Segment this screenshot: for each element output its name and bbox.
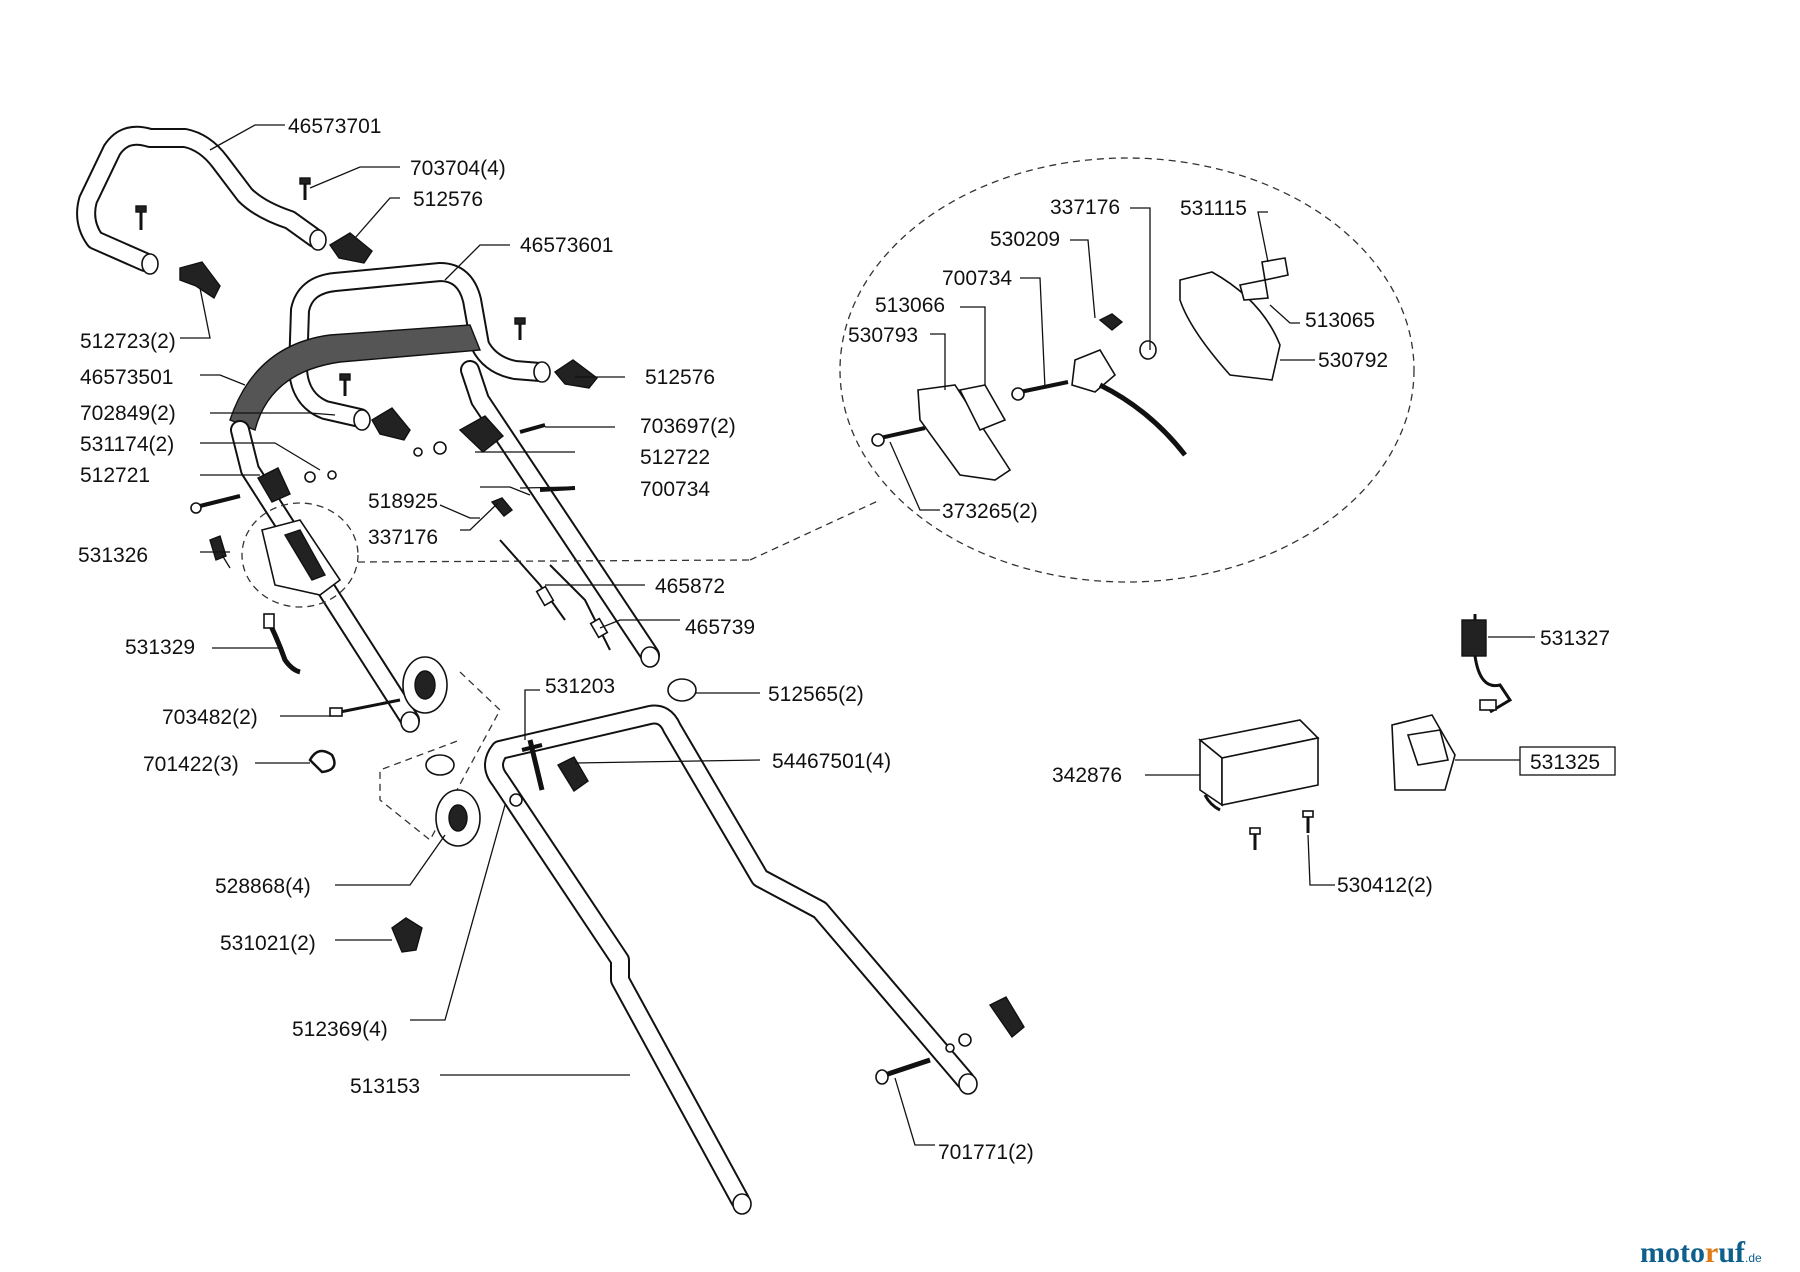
pin-531203-icon: [521, 739, 545, 791]
label-342876: 342876: [1052, 764, 1122, 787]
label-512576-top: 512576: [413, 188, 483, 211]
battery-342876-icon: [1198, 719, 1320, 850]
cable-531326-icon: [209, 535, 231, 569]
lever-assembly-icon: [241, 502, 359, 608]
label-700734-b: 700734: [942, 267, 1012, 290]
right-handle-bar: [460, 360, 660, 668]
clamp-54467501-icon: [509, 756, 589, 807]
wheel-528868-icon: [435, 789, 481, 847]
label-54467501: 54467501(4): [772, 750, 891, 773]
label-700734-a: 700734: [640, 478, 710, 501]
label-702849: 702849(2): [80, 402, 176, 425]
label-46573501: 46573501: [80, 366, 173, 389]
detail-ellipse: [839, 157, 1415, 583]
switch-512721-icon: [190, 467, 337, 514]
label-701422: 701422(3): [143, 753, 239, 776]
middle-handle-46573601: [288, 262, 551, 431]
label-512576-mid: 512576: [645, 366, 715, 389]
label-518925: 518925: [368, 490, 438, 513]
label-531325: 531325: [1530, 751, 1600, 774]
label-530412: 530412(2): [1337, 874, 1433, 897]
label-46573701: 46573701: [288, 115, 381, 138]
label-531325-box: [1519, 746, 1616, 776]
leader-lines: [180, 124, 1535, 1146]
battery-holder-531325-icon: [1391, 714, 1456, 791]
label-531174: 531174(2): [80, 433, 174, 456]
lower-handle-513153: [484, 704, 978, 1215]
label-531326: 531326: [78, 544, 148, 567]
dashed-group-box: [379, 671, 501, 841]
label-512369: 512369(4): [292, 1018, 388, 1041]
label-512565: 512565(2): [768, 683, 864, 706]
label-703704: 703704(4): [410, 157, 506, 180]
cables-icon: [413, 415, 611, 651]
label-530793: 530793: [848, 324, 918, 347]
label-513065: 513065: [1305, 309, 1375, 332]
screw-703704-icon: [135, 177, 311, 230]
knob-512565-icon: [425, 678, 697, 776]
label-337176-b: 337176: [1050, 196, 1120, 219]
label-512722: 512722: [640, 446, 710, 469]
label-513153: 513153: [350, 1075, 420, 1098]
clamp-512576-mid-icon: [371, 359, 598, 441]
clamp-512576-top-icon: [179, 232, 373, 300]
label-512723: 512723(2): [80, 330, 176, 353]
label-337176-a: 337176: [368, 526, 438, 549]
clip-701422-icon: [308, 749, 336, 774]
label-701771: 701771(2): [938, 1141, 1034, 1164]
label-703697: 703697(2): [640, 415, 736, 438]
spring-531329-icon: [263, 613, 301, 675]
label-373265: 373265(2): [942, 500, 1038, 523]
label-530792: 530792: [1318, 349, 1388, 372]
label-46573601: 46573601: [520, 234, 613, 257]
label-512721: 512721: [80, 464, 150, 487]
foam-grip-46573501: [229, 324, 482, 431]
label-531327: 531327: [1540, 627, 1610, 650]
upper-handle-46573701: [76, 125, 327, 275]
clamp-lower-right-icon: [945, 996, 1025, 1053]
lever-housing-530793-icon: [871, 384, 1012, 481]
part-number-labels: 46573701 703704(4) 512576 46573601 51272…: [78, 115, 1616, 1164]
label-528868: 528868(4): [215, 875, 311, 898]
lever-530209-icon: [1011, 313, 1187, 457]
wing-knob-icon: [329, 656, 448, 717]
bolt-701771-icon: [875, 1057, 931, 1085]
brand-watermark: motoruf.de: [1640, 1236, 1762, 1269]
cover-530792-icon: [1179, 257, 1289, 381]
label-531021: 531021(2): [220, 932, 316, 955]
label-531203: 531203: [545, 675, 615, 698]
label-531115: 531115: [1180, 197, 1247, 220]
detail-connector: [357, 559, 751, 563]
label-465739: 465739: [685, 616, 755, 639]
label-703482: 703482(2): [162, 706, 258, 729]
charger-531327-icon: [1461, 614, 1513, 714]
clamp-531021-icon: [391, 917, 423, 953]
label-513066: 513066: [875, 294, 945, 317]
label-530209: 530209: [990, 228, 1060, 251]
label-531329: 531329: [125, 636, 195, 659]
label-465872: 465872: [655, 575, 725, 598]
